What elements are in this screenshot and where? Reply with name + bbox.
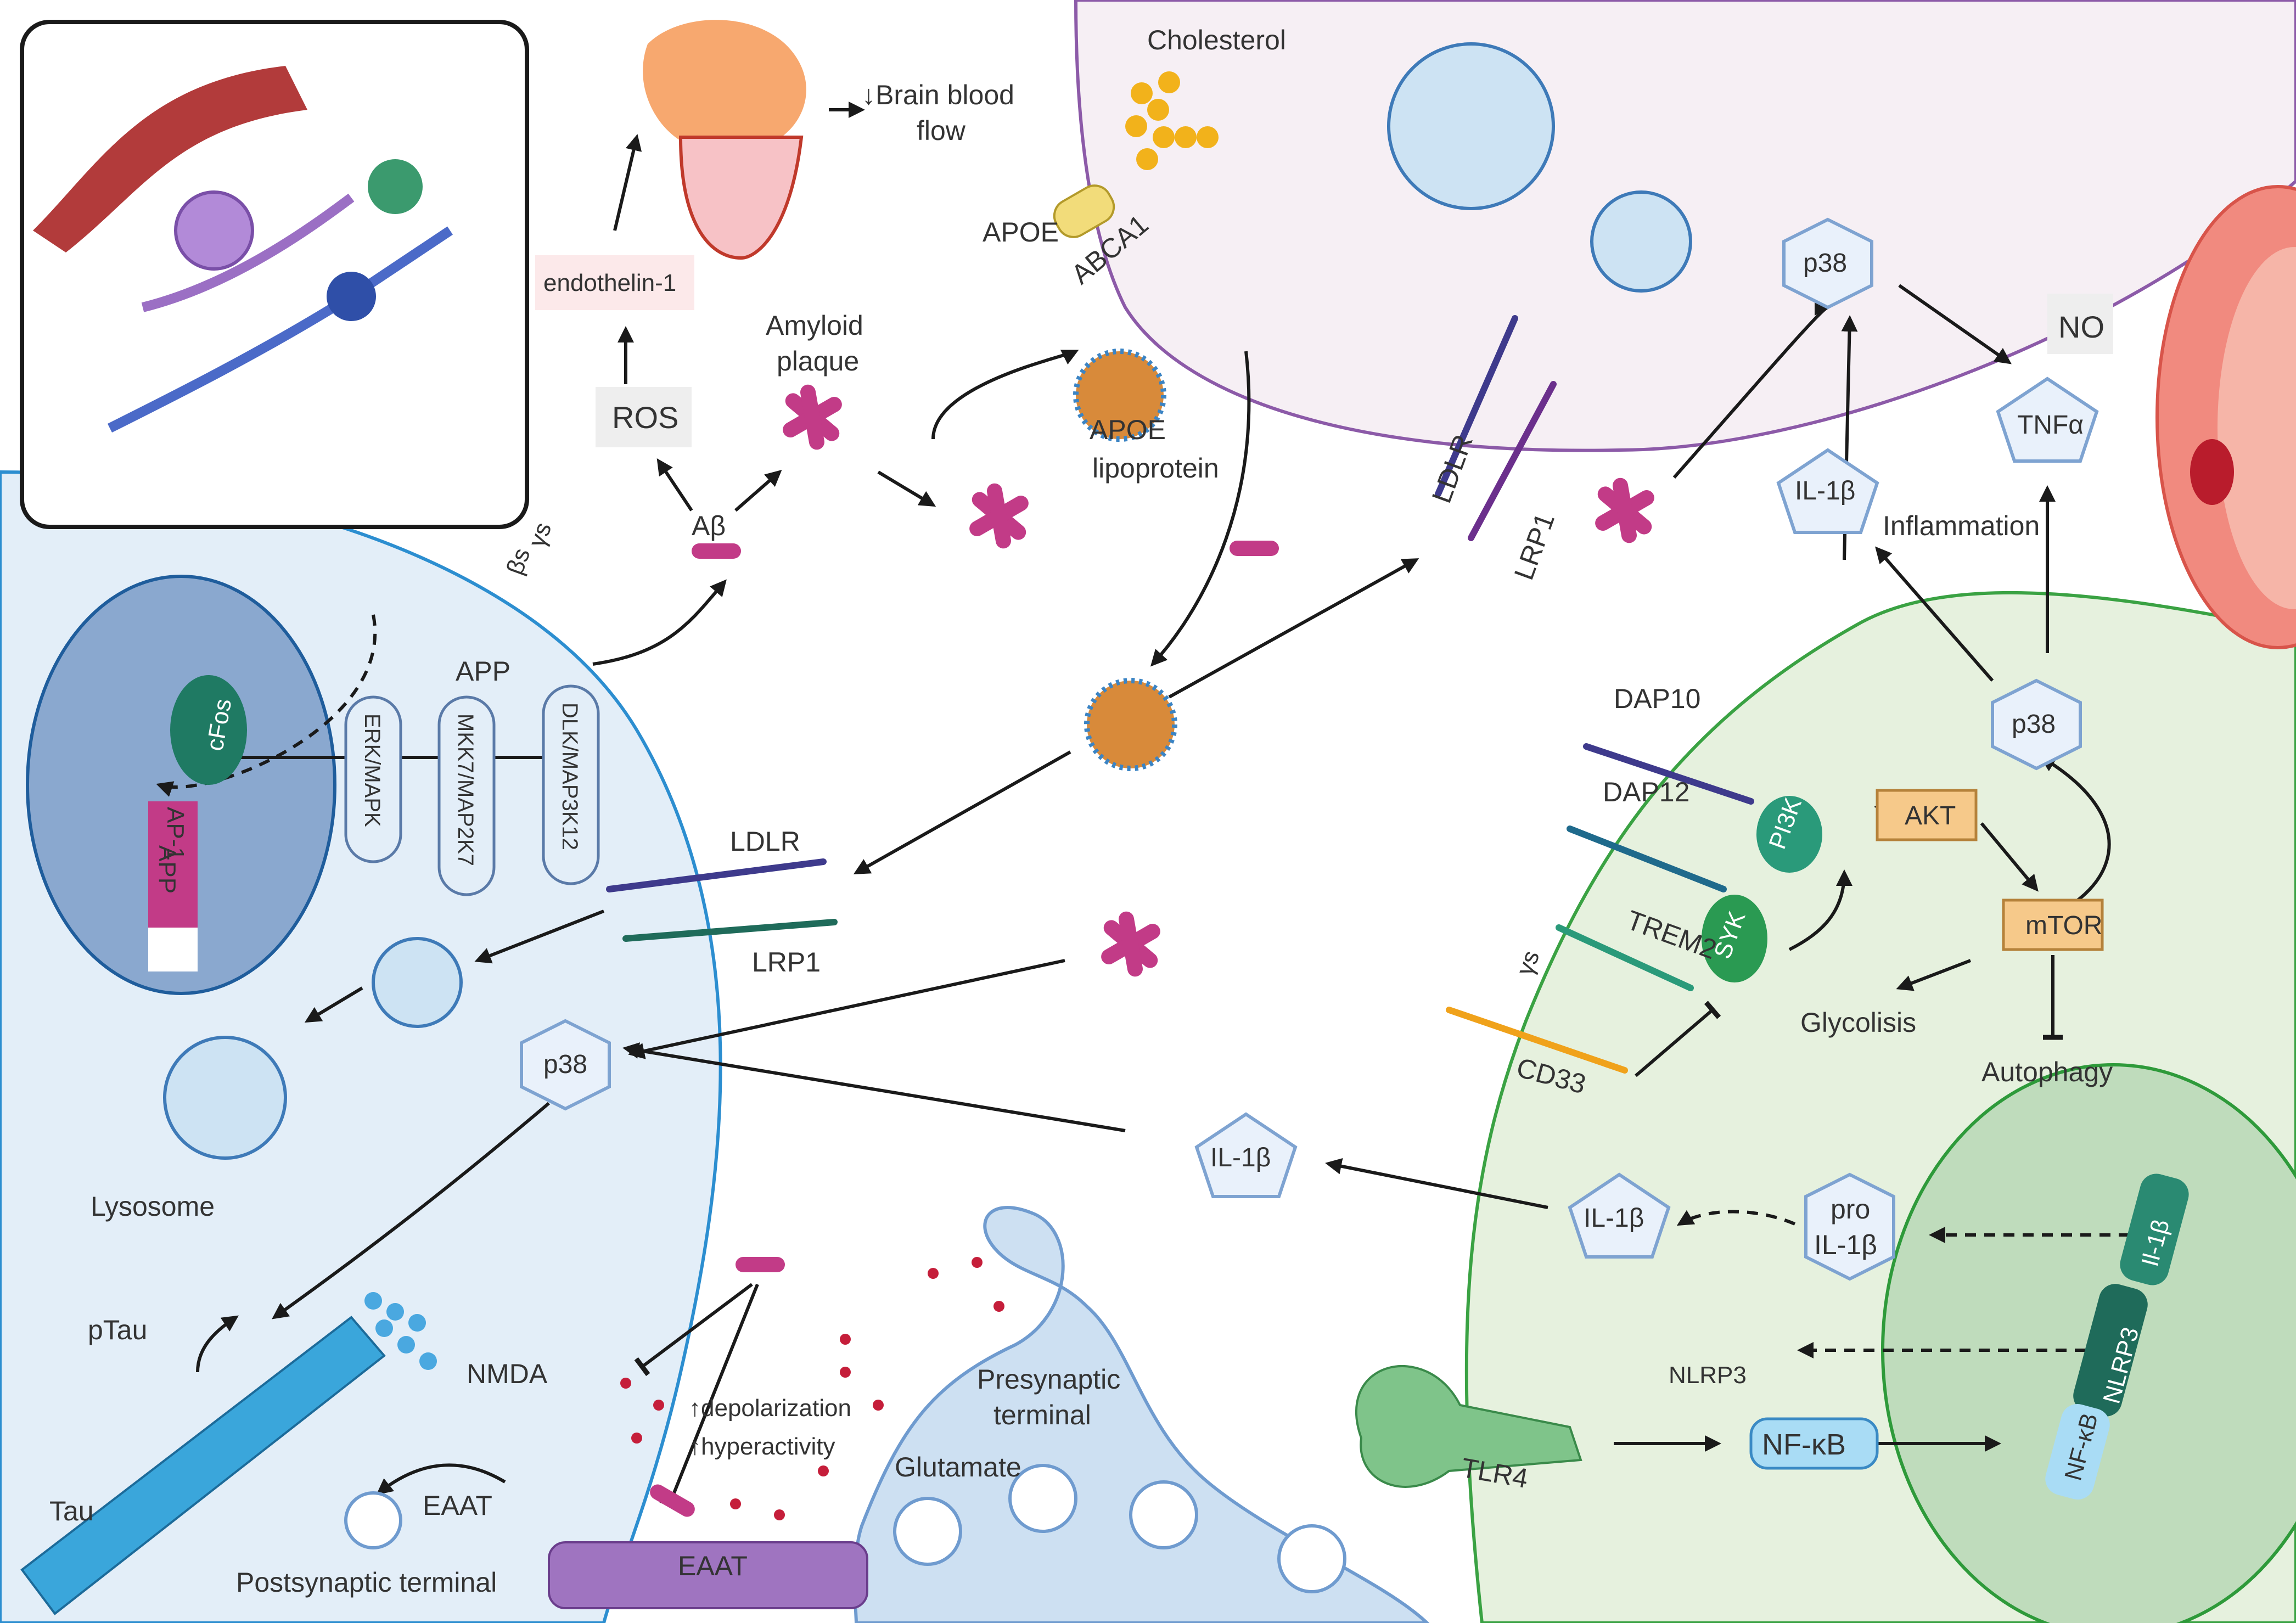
label-depolarization: ↑depolarization bbox=[689, 1395, 851, 1422]
label-presynaptic-2: terminal bbox=[993, 1400, 1091, 1430]
rbc-inner bbox=[2218, 247, 2296, 609]
label-apoe-lipo-1: APOE bbox=[1090, 414, 1166, 445]
label-il1b-micro: IL-1β bbox=[1584, 1204, 1644, 1233]
cholesterol-beads bbox=[1125, 71, 1219, 170]
rbc-organelle bbox=[2190, 439, 2234, 505]
label-glycolisis: Glycolisis bbox=[1800, 1007, 1916, 1038]
label-dap10: DAP10 bbox=[1614, 683, 1700, 714]
label-ap1: AP-1 bbox=[162, 807, 189, 861]
label-eaat-left: EAAT bbox=[423, 1490, 492, 1521]
syk-node bbox=[1702, 895, 1767, 982]
label-endothelin: endothelin-1 bbox=[543, 269, 676, 296]
p38-top-shape bbox=[1782, 217, 1873, 310]
label-p38-top: p38 bbox=[1803, 249, 1847, 278]
label-nlrp3: NLRP3 bbox=[1669, 1362, 1747, 1389]
glutamate-vesicles bbox=[344, 1464, 1346, 1593]
vesicle-neuron bbox=[372, 937, 463, 1028]
kinase-pills bbox=[344, 684, 600, 896]
label-amyloid-1: Amyloid bbox=[766, 310, 863, 341]
label-apoe: APOE bbox=[983, 217, 1059, 248]
neuron-nucleus bbox=[26, 575, 336, 995]
cfos-node bbox=[170, 675, 247, 785]
label-lrp1-top: LRP1 bbox=[1508, 509, 1560, 584]
label-eaat-bottom: EAAT bbox=[678, 1551, 748, 1581]
label-nmda: NMDA bbox=[467, 1358, 548, 1389]
pro-il1b-shape bbox=[1804, 1172, 1895, 1281]
label-gamma-s2: γs bbox=[1511, 947, 1545, 979]
label-il1b-mid: IL-1β bbox=[1210, 1143, 1271, 1172]
label-nfkb: NF-κB bbox=[1762, 1428, 1846, 1461]
label-abeta: Aβ bbox=[692, 510, 726, 541]
endothelin-box bbox=[535, 255, 694, 310]
tlr4-receptor bbox=[1355, 1364, 1582, 1488]
akt-box bbox=[1876, 789, 1978, 841]
tnfa-shape bbox=[1996, 377, 2099, 463]
label-beta-s: βs bbox=[501, 544, 535, 578]
app-gene-block bbox=[148, 801, 198, 928]
label-lysosome: Lysosome bbox=[91, 1191, 215, 1222]
glutamate-dots bbox=[620, 1257, 1004, 1520]
label-app-gene: APP bbox=[154, 845, 181, 894]
microglia-genes bbox=[2045, 1173, 2189, 1500]
microtubule bbox=[20, 1316, 386, 1615]
label-ros: ROS bbox=[612, 400, 678, 435]
label-pro-1: pro bbox=[1831, 1194, 1870, 1225]
p38-neuron-shape bbox=[520, 1019, 611, 1111]
label-mtor: mTOR bbox=[2025, 911, 2102, 940]
label-ptau: pTau bbox=[88, 1315, 147, 1345]
apoe-lipoprotein bbox=[1073, 349, 1177, 771]
label-apoe-lipo-2: lipoprotein bbox=[1092, 453, 1219, 484]
label-dlk: DLK/MAP3K12 bbox=[558, 703, 582, 850]
text-labels: Cholesterol ↓Brain blood flow APOE ABCA1… bbox=[49, 25, 2175, 1598]
label-erk-mapk: ERK/MAPK bbox=[360, 714, 384, 827]
label-cholesterol: Cholesterol bbox=[1147, 25, 1286, 55]
label-ldlr-neuron: LDLR bbox=[730, 826, 800, 857]
label-autophagy: Autophagy bbox=[1981, 1057, 2113, 1087]
label-brain-blood-flow-2: flow bbox=[917, 115, 966, 146]
label-brain-blood-flow-1: ↓Brain blood bbox=[862, 80, 1014, 110]
lysosome-neuron bbox=[163, 1036, 287, 1160]
receptor-lines bbox=[606, 315, 1754, 1074]
il1b-mid-shape bbox=[1194, 1112, 1298, 1198]
postsynaptic-membrane bbox=[548, 1541, 868, 1609]
cell-inset-illustration bbox=[20, 20, 529, 529]
label-p38-neuron: p38 bbox=[543, 1050, 587, 1079]
label-p38-microglia: p38 bbox=[2012, 710, 2056, 739]
tau-beads bbox=[364, 1292, 437, 1370]
label-dap12: DAP12 bbox=[1603, 777, 1689, 807]
label-gamma-s: γs bbox=[523, 519, 557, 551]
il1b-micro-shape bbox=[1568, 1172, 1671, 1259]
label-lrp1-neuron: LRP1 bbox=[752, 947, 821, 978]
app-gene-tail bbox=[148, 928, 198, 971]
label-app-membrane: APP bbox=[456, 656, 510, 687]
signal-shapes bbox=[520, 217, 2099, 1281]
label-amyloid-2: plaque bbox=[777, 346, 859, 377]
endothelial-cell bbox=[643, 20, 806, 260]
label-presynaptic-1: Presynaptic bbox=[977, 1364, 1120, 1395]
lysosome-top bbox=[1387, 42, 1555, 210]
nfkb-box bbox=[1749, 1417, 1879, 1470]
label-mkk7: MKK7/MAP2K7 bbox=[453, 714, 478, 866]
label-tau: Tau bbox=[49, 1496, 94, 1526]
abca1-transporter bbox=[1053, 184, 1115, 238]
label-tnfa: TNFα bbox=[2017, 411, 2084, 440]
pi3k-node bbox=[1756, 796, 1822, 873]
ros-box bbox=[596, 387, 692, 447]
label-akt: AKT bbox=[1905, 801, 1956, 830]
no-box bbox=[2047, 294, 2113, 354]
label-pro-2: IL-1β bbox=[1814, 1229, 1877, 1260]
p38-microglia-shape bbox=[1991, 678, 2082, 771]
label-glutamate: Glutamate bbox=[895, 1452, 1021, 1482]
label-il1b-top: IL-1β bbox=[1795, 476, 1855, 506]
label-inflammation: Inflammation bbox=[1883, 510, 2040, 541]
il1b-top-shape bbox=[1776, 448, 1879, 534]
vesicle-top bbox=[1590, 190, 1692, 293]
mtor-box bbox=[2002, 898, 2104, 951]
label-no: NO bbox=[2058, 310, 2104, 344]
label-postsynaptic: Postsynaptic terminal bbox=[236, 1567, 497, 1598]
label-hyperactivity: ↑hyperactivity bbox=[689, 1433, 835, 1460]
